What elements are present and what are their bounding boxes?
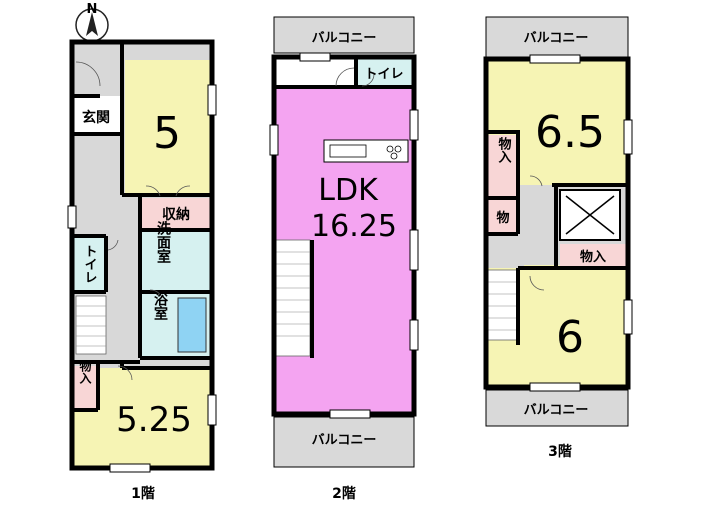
f3-closet-1-label: 物入 — [496, 136, 512, 163]
floor-1-plan: 5 玄関 収納 トイレ 洗面室 浴室 物入 5.25 1階 — [67, 39, 217, 502]
f2-balcony-top-label: バルコニー — [312, 31, 377, 46]
f1-washroom-label: 洗面室 — [155, 220, 171, 263]
floor-3-caption: 3階 — [548, 443, 572, 460]
f3-balcony-bottom-label: バルコニー — [524, 403, 589, 418]
f1-entrance — [72, 96, 120, 134]
f1-toilet — [72, 236, 106, 292]
f2-balcony-top — [273, 16, 415, 54]
f2-balcony-bottom — [273, 416, 415, 468]
f1-storage — [142, 198, 212, 228]
f3-balcony-bottom — [485, 389, 629, 427]
f1-toilet-label: トイレ — [82, 245, 98, 284]
f3-stairs — [487, 269, 519, 341]
f3-balcony-top — [485, 16, 629, 58]
f2-balcony-bottom-label: バルコニー — [312, 433, 377, 448]
f3-closet-2-label: 物 — [496, 210, 509, 226]
f3-room-6-label: 6 — [556, 312, 584, 363]
f2-hall — [276, 59, 358, 85]
f3-closet-3-label: 物入 — [580, 249, 606, 265]
f2-ldk-size-label: 16.25 — [311, 209, 397, 244]
f3-room-6 — [518, 270, 626, 385]
north-compass-icon: N — [75, 2, 109, 42]
floor-2-caption: 2階 — [332, 485, 356, 502]
f2-sink — [329, 144, 367, 158]
compass-north-label: N — [87, 2, 98, 17]
f2-toilet-label: トイレ — [364, 67, 403, 82]
f2-stairs — [275, 239, 311, 357]
f2-ldk-label: LDK — [318, 173, 379, 208]
f2-toilet — [358, 59, 412, 85]
f1-room-5-25-label: 5.25 — [116, 400, 192, 440]
f1-washroom — [142, 232, 212, 290]
f3-closet-3 — [560, 244, 626, 268]
floor-2-plan: バルコニー トイレ LDK 16.25 バルコニー 2階 — [269, 16, 419, 502]
f1-entrance-label: 玄関 — [82, 109, 110, 126]
f1-bathroom-label: 浴室 — [152, 291, 168, 320]
f3-closet-2 — [488, 200, 518, 232]
floor-1-caption: 1階 — [131, 485, 155, 502]
f3-balcony-top-label: バルコニー — [524, 31, 589, 46]
f1-bathtub — [177, 297, 207, 353]
f3-closet-1 — [488, 135, 518, 197]
f3-room-6-5-label: 6.5 — [535, 107, 605, 158]
floor-3-plan: バルコニー 6.5 物入 物 物入 6 バルコニー 3階 — [483, 16, 633, 460]
f1-closet-label: 物入 — [78, 359, 92, 385]
f1-storage-label: 収納 — [162, 206, 190, 223]
f1-room-5 — [125, 60, 212, 195]
f1-stairs — [75, 295, 107, 355]
f1-room-5-label: 5 — [153, 108, 181, 159]
